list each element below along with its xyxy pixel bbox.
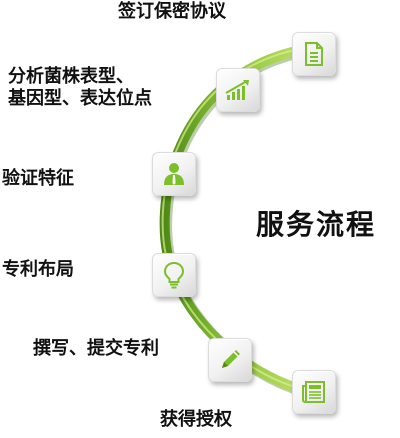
step-label-sign-nda: 签订保密协议 <box>118 1 226 22</box>
step-label-patent-layout: 专利布局 <box>2 259 74 280</box>
bar-chart-icon <box>225 80 249 100</box>
step-tile-write-submit <box>208 338 252 382</box>
person-icon <box>164 163 184 185</box>
step-label-write-submit: 撰写、提交专利 <box>33 338 159 359</box>
step-tile-granted <box>292 370 336 414</box>
pencil-icon <box>222 350 240 368</box>
lightbulb-icon <box>163 261 185 289</box>
step-label-analyze-strain: 分析菌株表型、 基因型、表达位点 <box>8 66 152 109</box>
step-label-granted: 获得授权 <box>160 409 232 430</box>
step-tile-patent-layout <box>152 253 196 297</box>
document-icon <box>305 42 323 66</box>
newspaper-icon <box>302 381 325 403</box>
diagram-title: 服务流程 <box>256 208 377 241</box>
step-tile-analyze-strain <box>216 68 260 112</box>
step-tile-verify-features <box>152 152 196 196</box>
step-tile-sign-nda <box>292 32 336 76</box>
step-label-verify-features: 验证特征 <box>2 168 74 189</box>
